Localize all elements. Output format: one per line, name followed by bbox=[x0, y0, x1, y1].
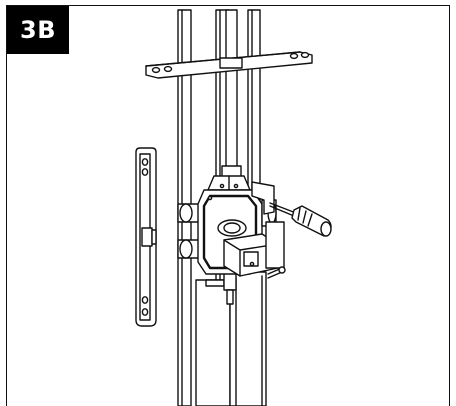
screwdriver-icon bbox=[269, 202, 332, 237]
wall-plate-icon bbox=[135, 147, 157, 327]
figure-frame bbox=[6, 5, 450, 406]
t-bracket-icon bbox=[145, 51, 313, 79]
thermostatic-cartridge-icon bbox=[217, 219, 279, 277]
mounting-screw-icon bbox=[267, 266, 286, 279]
step-number-badge: 3B bbox=[7, 6, 69, 54]
water-pipe-icon bbox=[223, 269, 237, 305]
